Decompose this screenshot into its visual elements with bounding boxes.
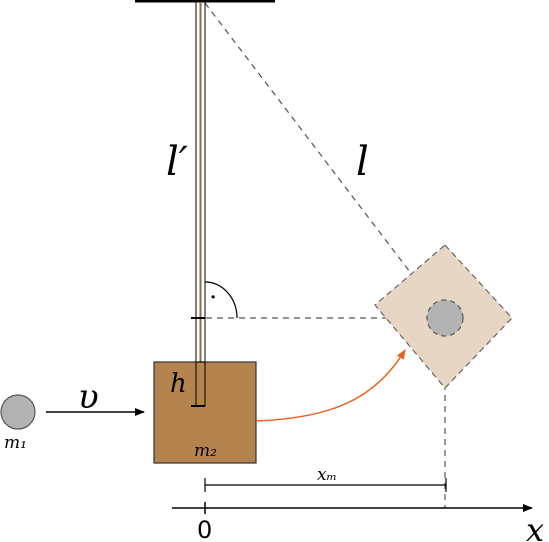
right-angle-arc bbox=[204, 281, 238, 319]
ball-m1 bbox=[0, 394, 36, 430]
label-axis-x: x bbox=[526, 511, 544, 542]
label-m1: m₁ bbox=[4, 433, 27, 453]
label-l-prime: l′ bbox=[166, 139, 188, 185]
trajectory-arrow bbox=[256, 349, 406, 422]
label-origin: 0 bbox=[197, 516, 212, 542]
label-velocity: υ bbox=[78, 377, 99, 417]
displaced-ball bbox=[426, 299, 464, 337]
label-h: h bbox=[170, 369, 187, 399]
label-xm: xₘ bbox=[317, 465, 337, 485]
label-l: l bbox=[356, 139, 369, 185]
right-angle-dot: · bbox=[210, 287, 216, 308]
displaced-string-dashed bbox=[204, 2, 446, 319]
label-m2: m₂ bbox=[194, 441, 217, 461]
